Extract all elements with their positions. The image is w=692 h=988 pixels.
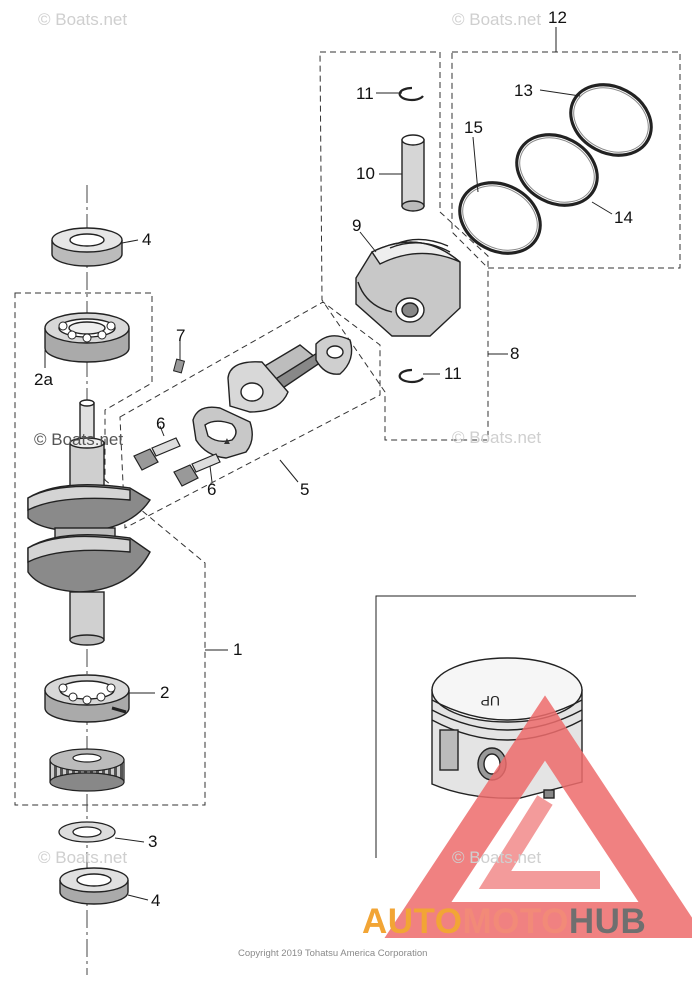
rod-bolt-lower: [173, 453, 221, 487]
label-6-upper: 6: [156, 414, 166, 433]
label-9: 9: [352, 216, 362, 235]
circlip-bottom: [398, 368, 424, 384]
group-frame-piston-rings: [451, 51, 681, 269]
woodruff-key: [172, 358, 186, 374]
automotohub-logo-mark: [384, 695, 692, 938]
brand-auto: AUTO: [362, 902, 463, 941]
inset-up-mark: UP: [481, 693, 500, 709]
watermark-top-left: © Boats.net: [38, 10, 128, 29]
label-10: 10: [356, 164, 375, 183]
watermark-mid-left: © Boats.net: [34, 430, 124, 449]
group-frame-piston: [319, 51, 489, 441]
thrust-washer: [58, 821, 116, 843]
label-7: 7: [176, 326, 186, 345]
lower-ball-bearing: [44, 674, 130, 723]
oil-seal-bottom: [59, 867, 129, 905]
label-12: 12: [548, 8, 567, 27]
oil-seal-top: [51, 227, 123, 267]
ring-14: [515, 133, 599, 207]
label-2a: 2a: [34, 370, 53, 389]
watermark-mid-right: © Boats.net: [452, 428, 542, 447]
upper-ball-bearing: [44, 312, 130, 363]
watermark-bottom-left: © Boats.net: [38, 848, 128, 867]
label-5: 5: [300, 480, 310, 499]
connecting-rod-cap: ▲: [192, 406, 253, 459]
leader-lines: [44, 27, 613, 901]
brand-wordmark: AUTOMOTOHUB: [362, 902, 646, 942]
watermark-top-center: © Boats.net: [452, 10, 542, 29]
connecting-rod: [227, 335, 353, 413]
label-6-lower: 6: [207, 480, 217, 499]
group-frame-crankshaft: [14, 292, 206, 806]
label-14: 14: [614, 208, 633, 227]
piston-pin: [401, 134, 425, 212]
piston-rings: [458, 83, 653, 255]
copyright-notice: Copyright 2019 Tohatsu America Corporati…: [238, 948, 428, 959]
label-15: 15: [464, 118, 483, 137]
circlip-top: [398, 86, 424, 102]
brand-moto: MOTO: [462, 902, 569, 941]
label-4-top: 4: [142, 230, 152, 249]
rod-bolt-upper: [133, 437, 181, 471]
label-1: 1: [233, 640, 243, 659]
label-3: 3: [148, 832, 158, 851]
label-4-bottom: 4: [151, 891, 161, 910]
ring-13: [569, 83, 653, 157]
label-13: 13: [514, 81, 533, 100]
crankshaft: [27, 399, 151, 646]
piston: [355, 238, 461, 337]
label-2: 2: [160, 683, 170, 702]
label-11-bottom: 11: [444, 364, 462, 383]
watermark-bottom-right: © Boats.net: [452, 848, 542, 867]
label-11-top: 11: [356, 84, 374, 103]
svg-text:▲: ▲: [222, 436, 232, 447]
brand-hub: HUB: [568, 902, 647, 941]
label-8: 8: [510, 344, 520, 363]
crank-gear: [49, 748, 125, 792]
inset-frame: [375, 595, 636, 858]
ring-15: [458, 181, 542, 255]
